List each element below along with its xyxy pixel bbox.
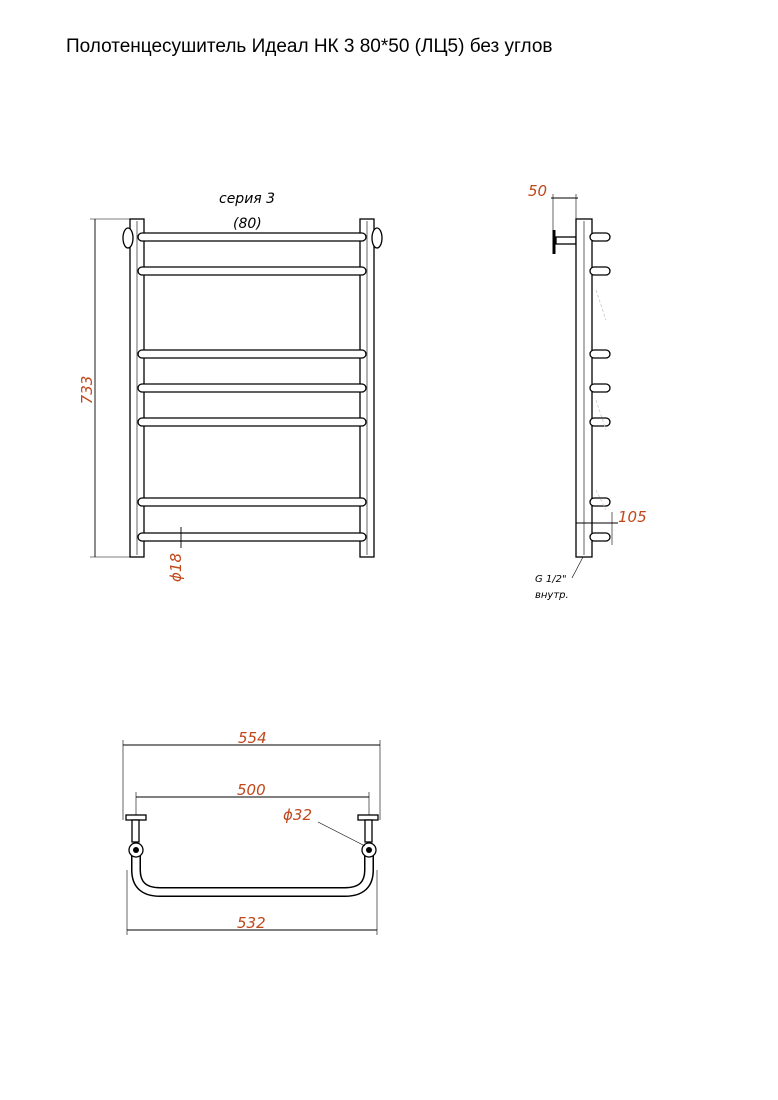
offset-dimension: 50 (528, 182, 547, 200)
thread-leader (571, 556, 584, 579)
side-rung (589, 417, 611, 427)
right-wall-plate (357, 814, 379, 821)
side-rung (589, 497, 611, 507)
left-bracket-rod (131, 819, 140, 843)
center-distance-dimension: 500 (237, 781, 266, 799)
right-bracket-rod (364, 819, 373, 843)
thread-label: G 1/2" (535, 574, 567, 585)
side-view: 50 105 G 1/2" внутр. (528, 182, 647, 601)
series-sub-label: (80) (233, 216, 262, 232)
left-wall-plate (125, 814, 147, 821)
depth-dimension: 105 (618, 508, 647, 526)
overall-width-dimension: 554 (238, 729, 267, 747)
drawing-title: Полотенцесушитель Идеал НК 3 80*50 (ЛЦ5)… (66, 36, 553, 57)
rung-diameter-dimension: ϕ18 (167, 553, 185, 582)
rung-u-shape-outer (131, 850, 374, 897)
pipe-leader (317, 821, 366, 847)
left-top-bracket (122, 227, 134, 249)
side-rung (589, 232, 611, 242)
rung-u-shape-inner (132, 850, 373, 896)
series-label: серия 3 (219, 191, 275, 207)
rung (137, 497, 367, 507)
rung (137, 532, 367, 542)
right-top-bracket (371, 227, 383, 249)
ghost-line (595, 489, 607, 511)
rung (137, 417, 367, 427)
side-rung (589, 349, 611, 359)
left-collector-bore (133, 847, 139, 853)
pipe-diameter-dimension: ϕ32 (283, 806, 312, 824)
side-rung (589, 266, 611, 276)
rung (137, 232, 367, 242)
top-view: 554 500 ϕ32 532 (122, 729, 381, 935)
side-rung (589, 383, 611, 393)
front-view: серия 3 (80) 733 ϕ18 (78, 191, 383, 582)
rung (137, 383, 367, 393)
right-collector-bore (366, 847, 372, 853)
height-dimension: 733 (78, 376, 96, 405)
ghost-line (595, 399, 607, 431)
rung (137, 266, 367, 276)
wall-mount-rod (555, 236, 577, 245)
rung (137, 349, 367, 359)
ghost-line (595, 289, 607, 321)
width-dimension: 532 (237, 914, 266, 932)
thread-sub-label: внутр. (535, 590, 569, 601)
side-rung (589, 532, 611, 542)
